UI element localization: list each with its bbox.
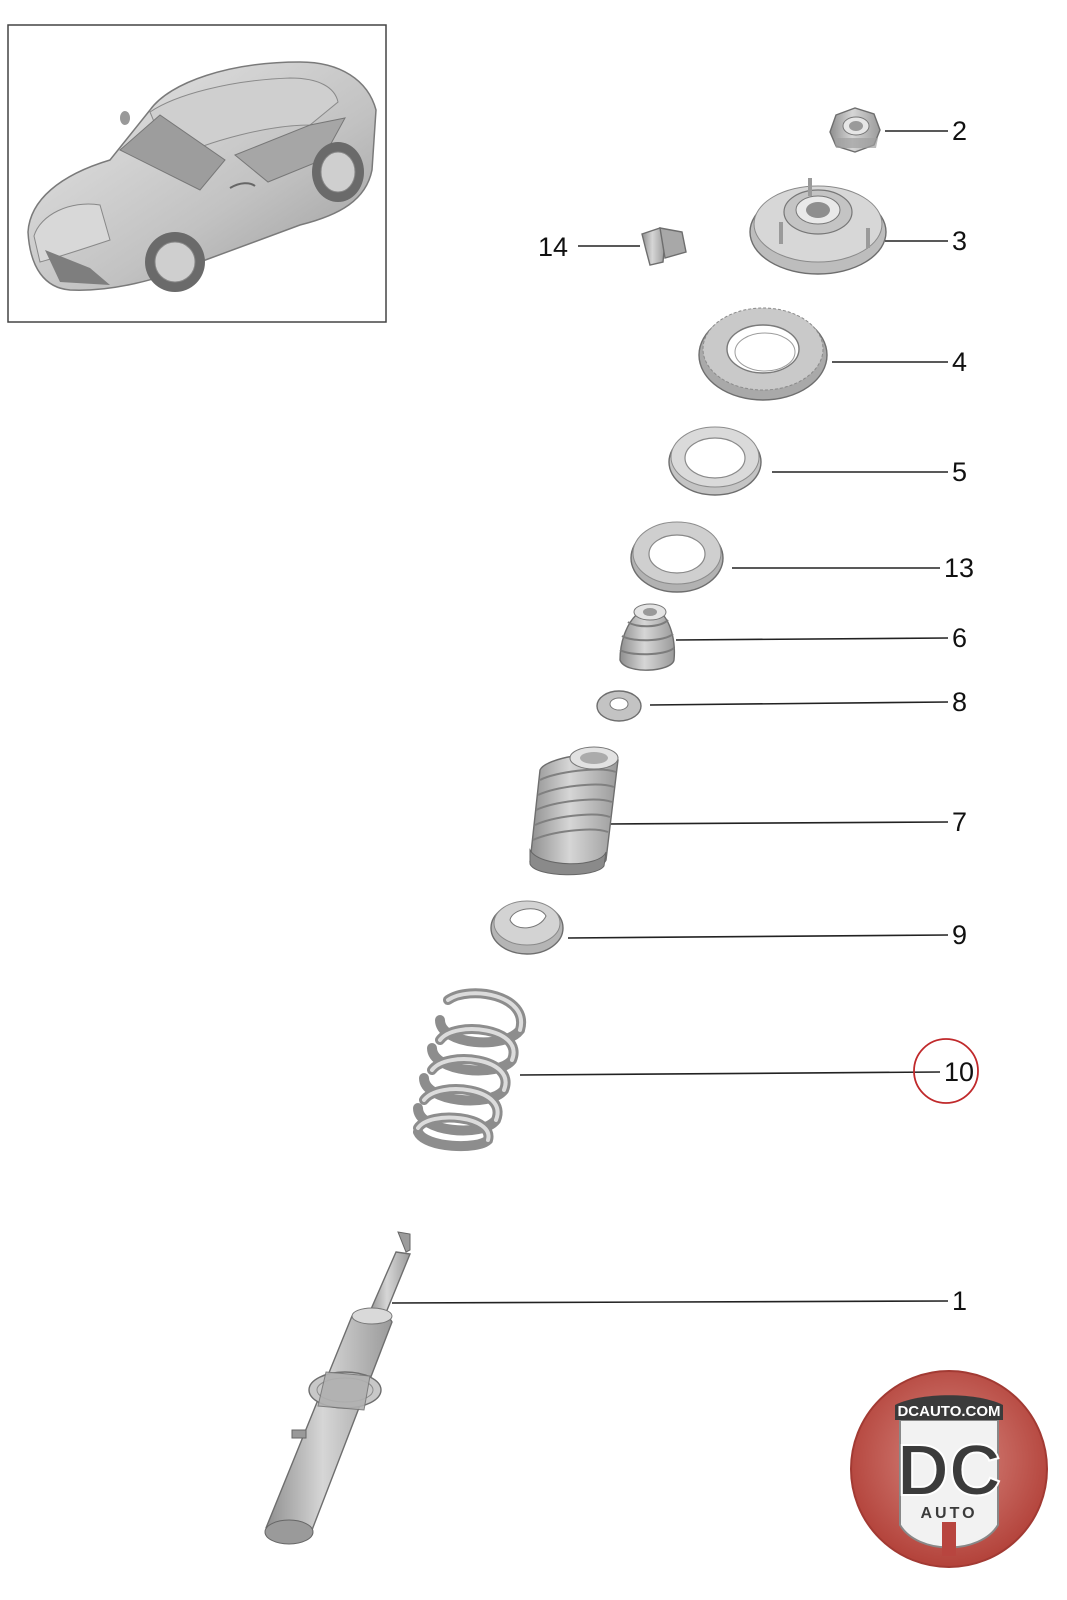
part-lower-seat [490,900,564,955]
callout-2: 2 [952,116,967,146]
callout-labels: 2 3 14 4 5 13 6 8 7 9 10 1 [538,116,974,1316]
part-washer-small [596,690,642,722]
callout-5: 5 [952,457,967,487]
part-bearing [698,307,828,401]
part-top-mount [749,178,887,275]
leader-lines [391,130,949,1304]
logo-site-text: DCAUTO.COM [897,1403,1000,1420]
callout-10: 10 [944,1057,974,1087]
callout-8: 8 [952,687,967,717]
part-dust-boot [529,746,619,876]
logo-mark-text: DC [897,1431,1001,1511]
car-illustration [27,61,377,292]
part-washer-large [668,426,762,496]
part-spring-seat [630,521,724,593]
part-coil-spring [413,988,527,1152]
callout-13: 13 [944,553,974,583]
part-nut [829,107,881,153]
highlight-ring [913,1038,979,1104]
vehicle-thumbnail [7,24,387,323]
callout-4: 4 [952,347,967,377]
logo-word-text: AUTO [920,1505,977,1522]
part-clip [641,227,687,266]
callout-1: 1 [952,1286,967,1316]
dcauto-logo: DCAUTO.COM DC AUTO [850,1370,1048,1568]
callout-6: 6 [952,623,967,653]
callout-3: 3 [952,226,967,256]
callout-14: 14 [538,232,568,262]
part-shock-absorber [264,1231,411,1545]
callout-7: 7 [952,807,967,837]
callout-9: 9 [952,920,967,950]
part-bump-stop [619,603,676,671]
